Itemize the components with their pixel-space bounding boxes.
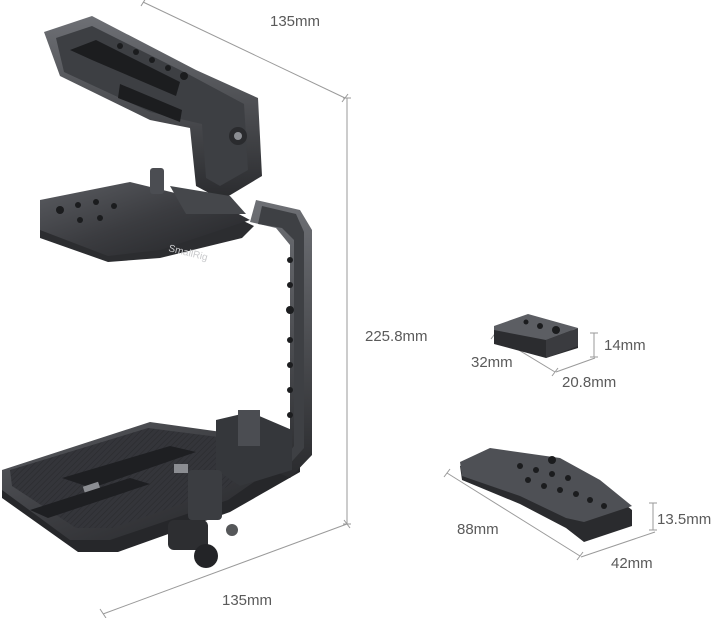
dimension-top-width: 135mm	[270, 13, 321, 30]
cage-side-arm	[168, 200, 312, 568]
cage-top-handle: SmallRig	[40, 16, 262, 264]
dimension-small-plate-length: 32mm	[471, 354, 513, 371]
dimension-bottom-width: 135mm	[222, 592, 273, 609]
dimension-top-plate-length: 88mm	[457, 521, 499, 538]
small-mount-plate	[494, 314, 578, 358]
dimension-small-plate-width: 20.8mm	[562, 374, 617, 391]
dimension-top-plate-width: 42mm	[611, 555, 653, 572]
dimension-lines	[99, 0, 657, 618]
dimension-top-plate-height: 13.5mm	[657, 511, 712, 528]
dimension-height: 225.8mm	[365, 328, 428, 345]
cheese-top-plate	[460, 448, 632, 542]
dimension-small-plate-height: 14mm	[604, 337, 646, 354]
